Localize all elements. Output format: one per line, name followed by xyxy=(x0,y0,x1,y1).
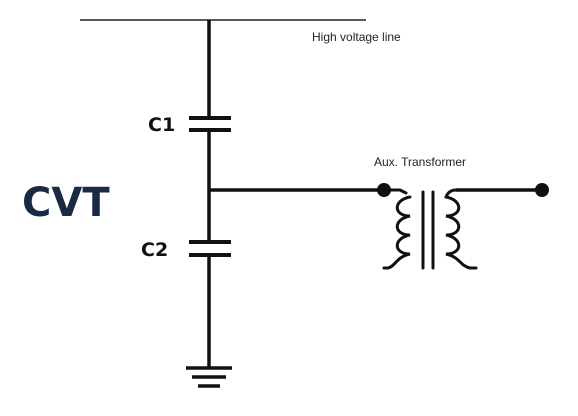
capacitor-c2-label: C2 xyxy=(141,239,168,261)
diagram-title: CVT xyxy=(22,180,110,226)
capacitor-c2 xyxy=(189,240,231,257)
transformer-label: Aux. Transformer xyxy=(374,155,466,169)
transformer-icon xyxy=(382,188,478,270)
secondary-coil xyxy=(444,195,478,270)
ground-symbol-icon xyxy=(186,366,232,388)
primary-coil xyxy=(382,195,412,270)
secondary-terminal-dot xyxy=(535,183,549,197)
capacitor-c1-label: C1 xyxy=(148,114,175,136)
capacitor-c1 xyxy=(189,116,231,132)
high-voltage-line-label: High voltage line xyxy=(312,30,401,44)
